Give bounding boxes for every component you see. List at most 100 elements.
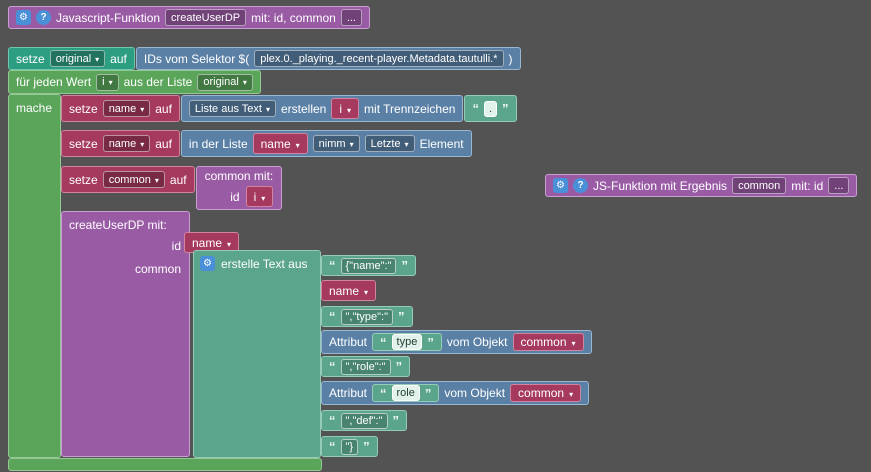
close-quote-icon: ” <box>392 413 400 428</box>
attr-field[interactable]: role <box>391 385 420 401</box>
chevron-down-icon <box>109 76 113 88</box>
delimiter-field[interactable]: . <box>483 100 497 117</box>
variable-name: i <box>339 101 343 116</box>
dropdown-split-mode[interactable]: Liste aus Text <box>188 100 276 117</box>
in-list-label: in der Liste <box>188 136 248 151</box>
close-quote-icon: ” <box>363 439 370 454</box>
block-set-original[interactable]: setze original auf <box>8 47 135 70</box>
row-set-name-last: setze name auf in der Liste name nimm Le… <box>61 130 472 157</box>
chevron-down-icon <box>243 76 247 88</box>
row-join-item-3: “ ","type":" ” <box>321 306 413 327</box>
chevron-down-icon <box>364 284 368 298</box>
dropdown-variable-common[interactable]: common <box>102 171 165 188</box>
chevron-down-icon <box>95 53 99 65</box>
function-definition-result-body[interactable]: JS-Funktion mit Ergebnis common mit: id … <box>545 174 858 197</box>
block-foreach[interactable]: für jeden Wert i aus der Liste original <box>8 70 261 94</box>
chevron-down-icon <box>569 386 573 400</box>
text-field[interactable]: ","def":" <box>340 412 388 429</box>
block-ids-selector[interactable]: IDs vom Selektor $( plex.0._playing._rec… <box>135 47 521 70</box>
text-field[interactable]: ","role":" <box>340 358 391 375</box>
chevron-down-icon <box>572 335 576 349</box>
block-set-name-1[interactable]: setze name auf <box>61 95 180 122</box>
block-variable-i[interactable]: i <box>245 186 274 207</box>
help-icon[interactable] <box>573 178 588 193</box>
gear-icon[interactable] <box>16 10 31 25</box>
text-field[interactable]: "} <box>340 438 359 455</box>
text-field[interactable]: {"name":" <box>340 257 397 274</box>
gear-icon[interactable] <box>553 178 568 193</box>
function-params-label: mit: id <box>791 178 824 193</box>
close-quote-icon: ” <box>427 334 434 350</box>
dropdown-variable-name[interactable]: name <box>102 135 151 152</box>
foreach-keyword: für jeden Wert <box>16 75 92 89</box>
dropdown-get-op[interactable]: nimm <box>312 135 360 152</box>
to-keyword: auf <box>169 172 187 187</box>
block-get-attribute-role[interactable]: Attribut “ role ” vom Objekt common <box>321 381 590 405</box>
function-name-field[interactable]: createUserDP <box>165 9 247 26</box>
block-get-attribute-type[interactable]: Attribut “ type ” vom Objekt common <box>321 330 592 354</box>
block-function-definition-result[interactable]: JS-Funktion mit Ergebnis common mit: id … <box>545 174 858 197</box>
function-mutator-button[interactable]: ... <box>340 9 362 26</box>
dropdown-value: Letzte <box>370 137 401 150</box>
close-quote-icon: ” <box>395 359 403 374</box>
block-function-definition[interactable]: Javascript-Funktion createUserDP mit: id… <box>8 6 370 29</box>
row-join-item-1: “ {"name":" ” <box>321 255 416 276</box>
set-keyword: setze <box>69 172 98 187</box>
block-set-name-2[interactable]: setze name auf <box>61 130 180 157</box>
dropdown-get-where[interactable]: Letzte <box>364 135 415 152</box>
block-lists-split[interactable]: Liste aus Text erstellen i mit Trennzeic… <box>180 95 464 122</box>
chevron-down-icon <box>155 174 159 186</box>
function-def-label: Javascript-Funktion <box>56 10 161 25</box>
dropdown-variable-name[interactable]: name <box>102 100 151 117</box>
chevron-down-icon <box>347 102 351 116</box>
block-text-literal[interactable]: “ "} ” <box>321 436 378 457</box>
block-text-literal[interactable]: “ ","type":" ” <box>321 306 413 327</box>
block-variable-i[interactable]: i <box>331 98 360 119</box>
block-text-attr[interactable]: “ role ” <box>372 384 440 402</box>
open-quote-icon: “ <box>329 309 336 324</box>
block-lists-get-index[interactable]: in der Liste name nimm Letzte Element <box>180 130 472 157</box>
selector-pattern-field[interactable]: plex.0._playing._recent-player.Metadata.… <box>254 50 504 67</box>
open-quote-icon: “ <box>329 413 336 428</box>
set-keyword: setze <box>69 101 98 116</box>
function-definition-body[interactable]: Javascript-Funktion createUserDP mit: id… <box>8 6 370 29</box>
block-variable-common[interactable]: common <box>510 384 582 402</box>
do-label: mache <box>16 101 53 115</box>
function-name-field[interactable]: common <box>732 177 787 194</box>
block-set-common[interactable]: setze common auf <box>61 166 195 193</box>
block-text-literal[interactable]: “ {"name":" ” <box>321 255 416 276</box>
function-def-result-label: JS-Funktion mit Ergebnis <box>593 178 728 193</box>
to-keyword: auf <box>155 136 172 151</box>
block-text-literal[interactable]: “ ","role":" ” <box>321 356 411 377</box>
attr-field[interactable]: type <box>391 334 423 350</box>
dropdown-variable-original[interactable]: original <box>49 50 106 67</box>
block-call-common-function[interactable]: common mit: id i <box>195 166 283 210</box>
block-text-delimiter[interactable]: “ . ” <box>464 95 517 122</box>
close-quote-icon: ” <box>502 101 509 116</box>
foreach-bottom-bar[interactable] <box>8 458 322 471</box>
variable-name: name <box>260 136 291 151</box>
block-variable-name[interactable]: name <box>321 280 377 301</box>
dropdown-loop-list[interactable]: original <box>197 73 253 91</box>
block-variable-common[interactable]: common <box>512 333 584 351</box>
row-join-item-6: Attribut “ role ” vom Objekt common <box>321 381 590 405</box>
help-icon[interactable] <box>36 10 51 25</box>
block-create-text[interactable]: erstelle Text aus <box>193 250 321 458</box>
attribute-label: Attribut <box>329 386 368 400</box>
block-call-createuserdp[interactable]: createUserDP mit: id common <box>61 211 190 457</box>
open-quote-icon: “ <box>472 101 479 116</box>
function-mutator-button[interactable]: ... <box>828 177 850 194</box>
text-field[interactable]: ","type":" <box>340 308 394 325</box>
block-variable-name[interactable]: name <box>252 133 308 154</box>
row-join-item-7: “ ","def":" ” <box>321 410 408 431</box>
variable-name: name <box>192 235 223 250</box>
foreach-body-spine[interactable]: mache <box>8 94 61 458</box>
block-text-attr[interactable]: “ type ” <box>372 333 442 351</box>
block-text-literal[interactable]: “ ","def":" ” <box>321 410 408 431</box>
of-object-label: vom Objekt <box>446 335 508 349</box>
row-set-name-split: setze name auf Liste aus Text erstellen … <box>61 95 517 122</box>
gear-icon[interactable] <box>200 256 215 271</box>
dropdown-loop-variable[interactable]: i <box>96 73 119 91</box>
close-quote-icon: ” <box>401 258 408 273</box>
